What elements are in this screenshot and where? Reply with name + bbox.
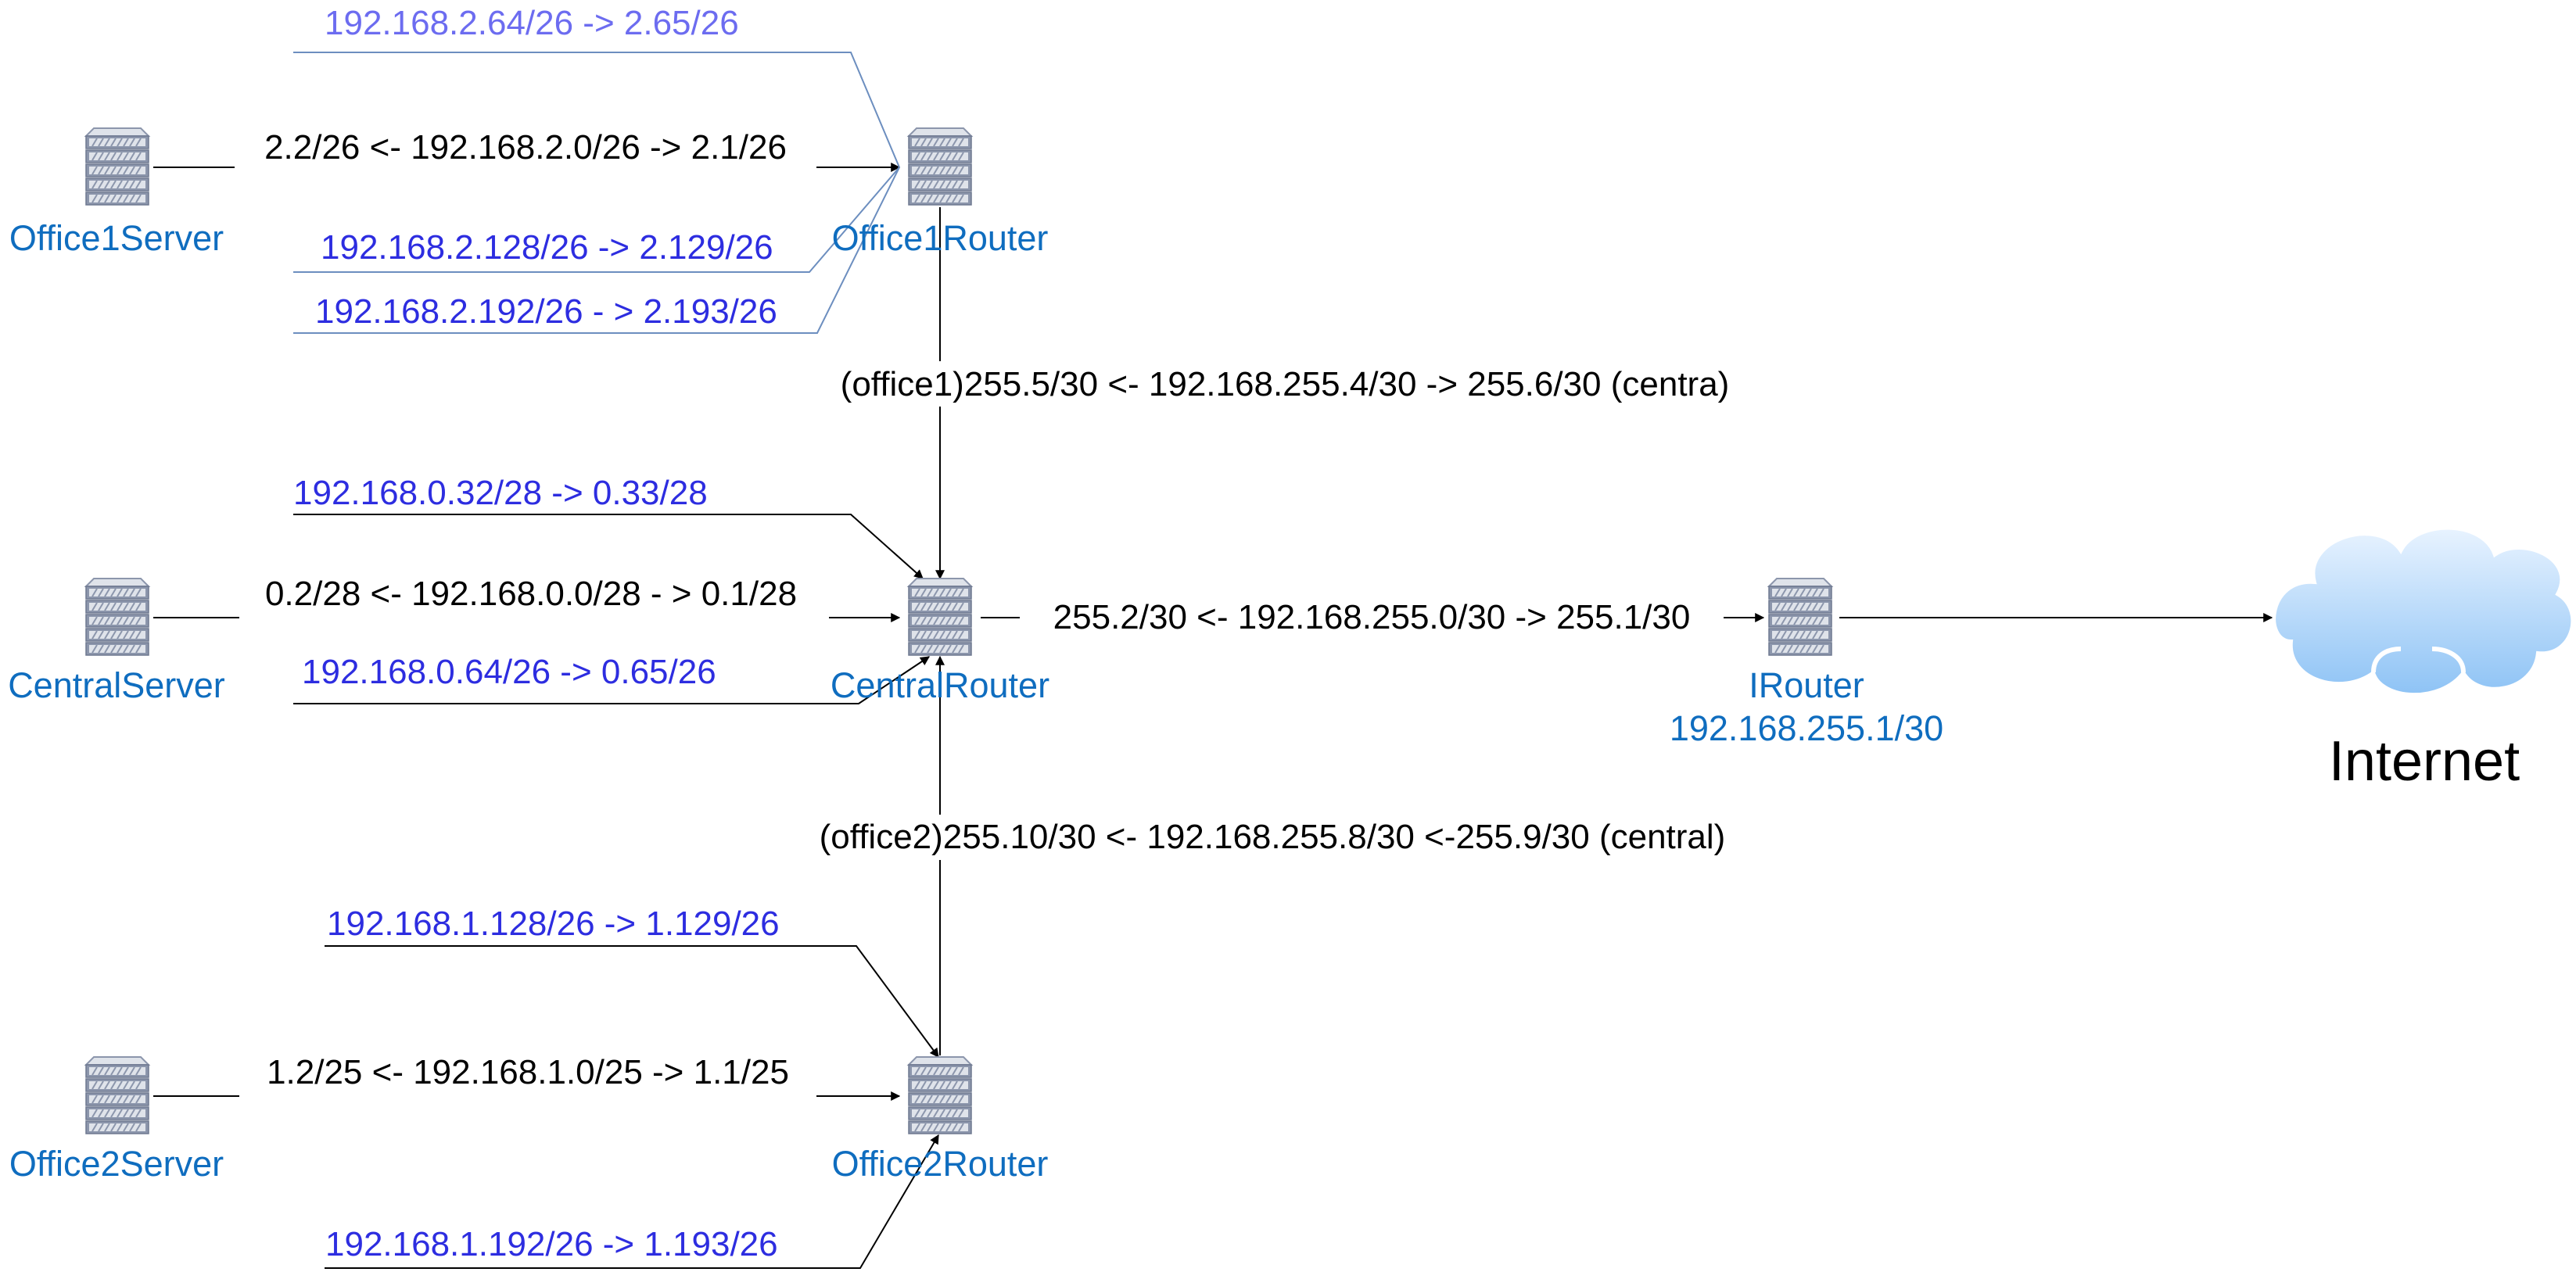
link-central-net32: [293, 514, 924, 579]
office1-router-icon[interactable]: [908, 127, 972, 206]
central-net64-label: 192.168.0.64/26 -> 0.65/26: [302, 653, 716, 691]
office2-router-icon[interactable]: [908, 1056, 972, 1134]
irouter-address-label: 192.168.255.1/30: [1670, 708, 1943, 748]
office1-server-label: Office1Server: [9, 218, 224, 258]
central-net32-label: 192.168.0.32/28 -> 0.33/28: [293, 474, 708, 512]
central-lan-label: 0.2/28 <- 192.168.0.0/28 - > 0.1/28: [265, 575, 797, 613]
nodes: [85, 127, 2574, 1134]
central-router-label: CentralRouter: [831, 665, 1049, 705]
office2-server-label: Office2Server: [9, 1144, 224, 1184]
internet-label: Internet: [2329, 730, 2520, 793]
link-office1-net128: [293, 167, 900, 273]
office2-router-label: Office2Router: [832, 1144, 1049, 1184]
office2-net192-label: 192.168.1.192/26 -> 1.193/26: [325, 1225, 778, 1263]
link-office1-net64: [293, 52, 900, 168]
office1-central-label: (office1)255.5/30 <- 192.168.255.4/30 ->…: [841, 365, 1730, 403]
office1-router-label: Office1Router: [832, 218, 1049, 258]
link-office2-net192: [325, 1134, 939, 1269]
central-server-label: CentralServer: [8, 665, 225, 705]
link-office2-net128: [325, 945, 939, 1058]
irouter-icon[interactable]: [1768, 578, 1832, 656]
central-irouter-label: 255.2/30 <- 192.168.255.0/30 -> 255.1/30: [1053, 598, 1691, 636]
irouter-label: IRouter: [1749, 665, 1864, 705]
office2-central-label: (office2)255.10/30 <- 192.168.255.8/30 <…: [820, 818, 1726, 856]
office1-lan-label: 2.2/26 <- 192.168.2.0/26 -> 2.1/26: [264, 128, 787, 167]
office1-net192-label: 192.168.2.192/26 - > 2.193/26: [315, 292, 777, 331]
office1-net64-label: 192.168.2.64/26 -> 2.65/26: [325, 4, 739, 42]
cloud-icon[interactable]: [2273, 526, 2574, 697]
subnet-labels: 192.168.2.64/26 -> 2.65/26 192.168.2.128…: [293, 4, 780, 1263]
office2-server-icon[interactable]: [85, 1056, 149, 1134]
office2-lan-label: 1.2/25 <- 192.168.1.0/25 -> 1.1/25: [267, 1053, 789, 1091]
central-router-icon[interactable]: [908, 578, 972, 656]
office2-net128-label: 192.168.1.128/26 -> 1.129/26: [327, 905, 780, 943]
node-labels: Office1Server Office1Router CentralServe…: [8, 218, 2520, 1184]
link-labels: 2.2/26 <- 192.168.2.0/26 -> 2.1/26 (offi…: [235, 124, 1780, 1098]
office1-server-icon[interactable]: [85, 127, 149, 206]
link-office1-net192: [293, 167, 900, 334]
office1-net128-label: 192.168.2.128/26 -> 2.129/26: [321, 228, 773, 267]
central-server-icon[interactable]: [85, 578, 149, 656]
link-central-net64: [293, 656, 930, 704]
